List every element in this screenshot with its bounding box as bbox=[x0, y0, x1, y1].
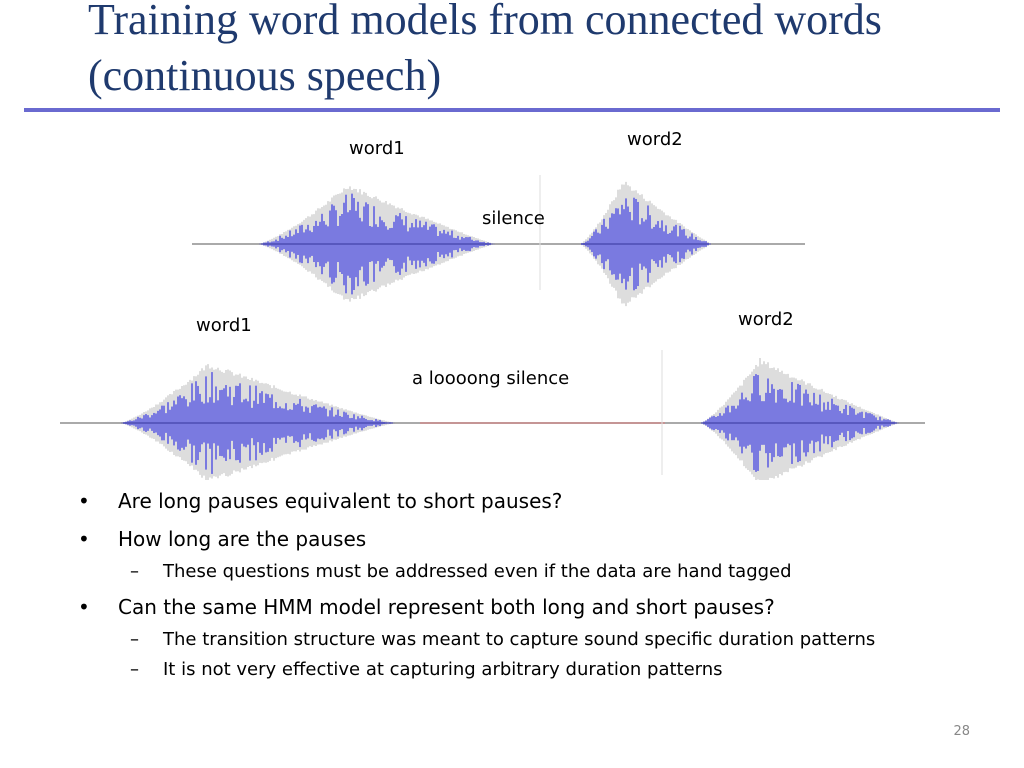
slide-title: Training word models from connected word… bbox=[88, 0, 882, 100]
bullet-text: It is not very effective at capturing ar… bbox=[163, 659, 723, 680]
top-word2-label: word2 bbox=[627, 129, 683, 150]
sub-bullet-item: – It is not very effective at capturing a… bbox=[72, 658, 972, 682]
bottom-word1-label: word1 bbox=[196, 315, 252, 336]
bullet-item: • Can the same HMM model represent both l… bbox=[72, 594, 972, 620]
bullet-text: The transition structure was meant to ca… bbox=[163, 629, 876, 650]
top-silence-label: silence bbox=[482, 208, 545, 229]
title-underline bbox=[24, 108, 1000, 112]
dash-marker: – bbox=[130, 561, 139, 582]
bullet-text: Are long pauses equivalent to short paus… bbox=[118, 489, 563, 513]
top-word1-label: word1 bbox=[349, 138, 405, 159]
bottom-word2-label: word2 bbox=[738, 309, 794, 330]
dash-marker: – bbox=[130, 629, 139, 650]
waveform-canvas bbox=[60, 175, 925, 480]
bullet-marker: • bbox=[78, 489, 90, 513]
dash-marker: – bbox=[130, 659, 139, 680]
bullet-text: These questions must be addressed even i… bbox=[163, 561, 792, 582]
bullet-marker: • bbox=[78, 595, 90, 619]
bullet-marker: • bbox=[78, 527, 90, 551]
bullet-list: • Are long pauses equivalent to short pau… bbox=[72, 488, 972, 692]
sub-bullet-item: – These questions must be addressed even … bbox=[72, 560, 972, 584]
bullet-item: • How long are the pauses bbox=[72, 526, 972, 552]
bullet-text: How long are the pauses bbox=[118, 527, 367, 551]
bullet-item: • Are long pauses equivalent to short pau… bbox=[72, 488, 972, 514]
bottom-silence-label: a loooong silence bbox=[412, 368, 570, 389]
page-number: 28 bbox=[953, 724, 970, 739]
bullet-text: Can the same HMM model represent both lo… bbox=[118, 595, 775, 619]
sub-bullet-item: – The transition structure was meant to c… bbox=[72, 628, 972, 652]
